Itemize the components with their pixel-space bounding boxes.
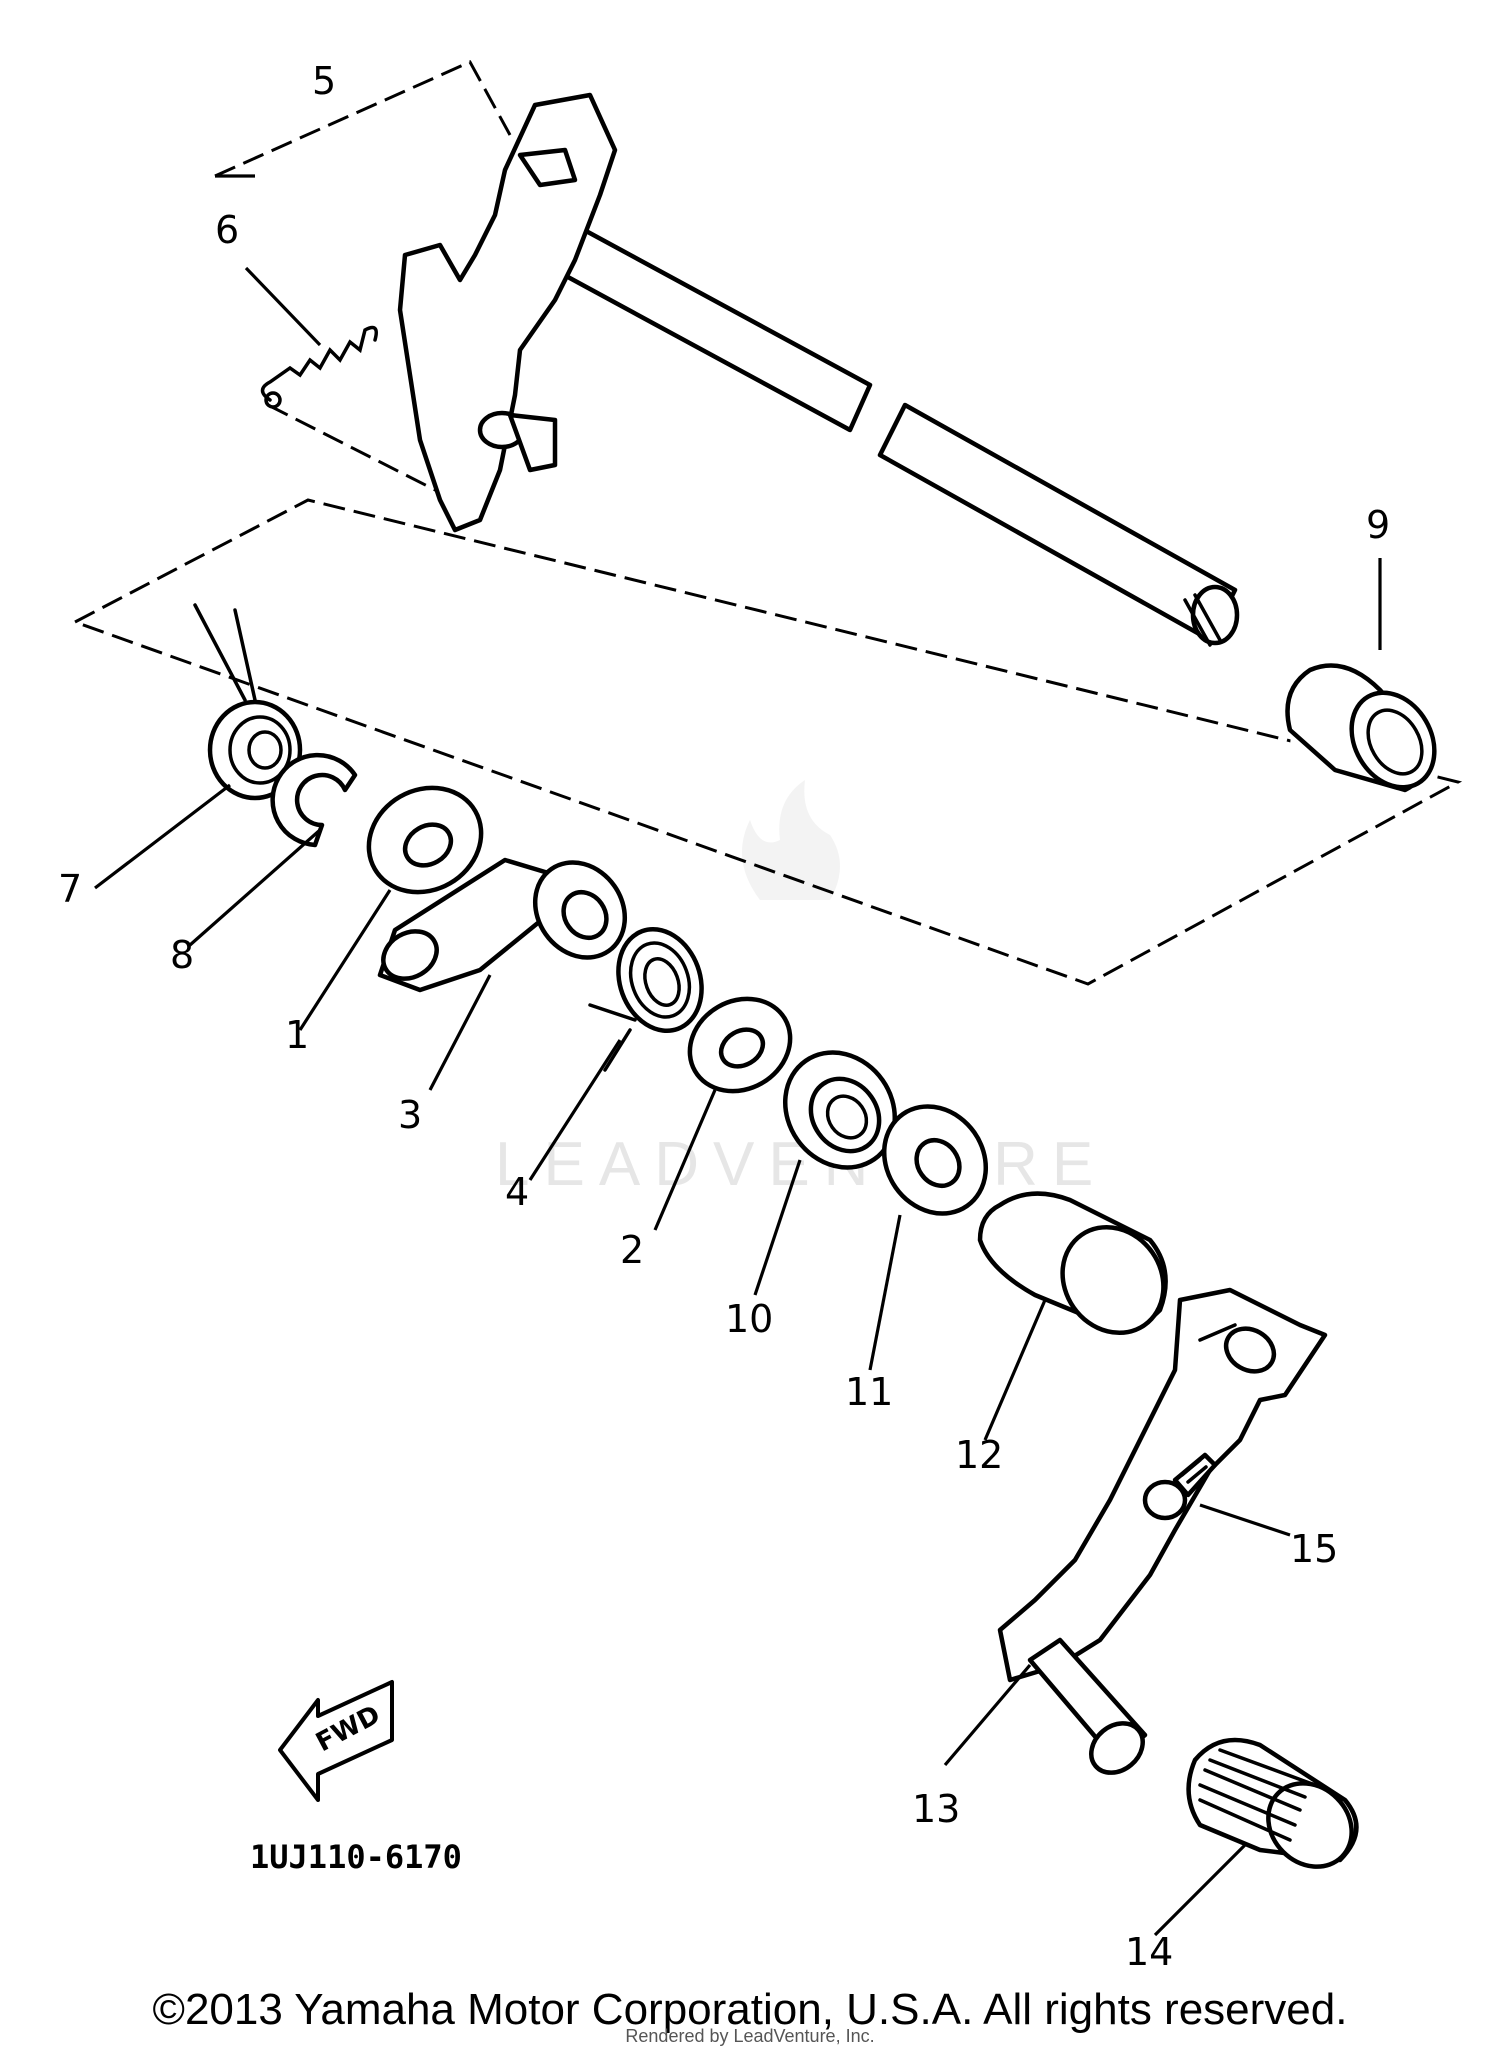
part-3-shift-arm[interactable]	[375, 845, 643, 993]
assembly-dashed-outlines	[74, 60, 1463, 986]
label-3: 3	[398, 1093, 422, 1137]
label-14: 14	[1125, 1930, 1173, 1974]
label-1: 1	[285, 1013, 309, 1057]
part-1-washer[interactable]	[350, 768, 500, 913]
leader-lines	[94, 174, 1382, 1937]
part-number-labels: 5 6 9 7 8 1 3 4 2 10 11 12 15 13 14	[58, 59, 1390, 1974]
label-10: 10	[725, 1297, 773, 1341]
part-8-circlip[interactable]	[270, 752, 358, 848]
label-7: 7	[58, 867, 82, 911]
part-13-shift-pedal[interactable]	[997, 1287, 1328, 1783]
rendered-by-text: Rendered by LeadVenture, Inc.	[625, 2026, 875, 2046]
label-15: 15	[1290, 1527, 1338, 1571]
part-6-tension-spring[interactable]	[260, 325, 378, 409]
label-5: 5	[312, 59, 336, 103]
part-7-torsion-spring[interactable]	[193, 603, 303, 801]
part-5-shift-shaft[interactable]	[397, 92, 1240, 647]
forward-arrow-icon: FWD	[278, 1680, 394, 1802]
part-14-pedal-rubber[interactable]	[1186, 1737, 1369, 1884]
label-11: 11	[845, 1370, 893, 1414]
label-9: 9	[1366, 503, 1390, 547]
label-6: 6	[215, 208, 239, 252]
part-10-bearing[interactable]	[763, 1031, 917, 1189]
part-9-collar[interactable]	[1285, 663, 1451, 803]
label-8: 8	[170, 933, 194, 977]
label-2: 2	[620, 1228, 644, 1272]
diagram-code: 1UJ110-6170	[250, 1838, 462, 1876]
watermark-text: LEADVENTURE	[495, 1130, 1107, 1199]
label-13: 13	[912, 1787, 960, 1831]
part-4-return-spring[interactable]	[588, 917, 715, 1072]
part-15-bolt[interactable]	[1142, 1452, 1218, 1521]
part-2-washer[interactable]	[673, 981, 807, 1109]
copyright-notice: ©2013 Yamaha Motor Corporation, U.S.A. A…	[152, 1985, 1348, 2034]
part-12-sleeve[interactable]	[977, 1191, 1184, 1353]
label-12: 12	[955, 1433, 1003, 1477]
watermark-logo-icon	[742, 780, 840, 900]
label-4: 4	[505, 1170, 529, 1214]
part-11-washer[interactable]	[864, 1087, 1007, 1234]
